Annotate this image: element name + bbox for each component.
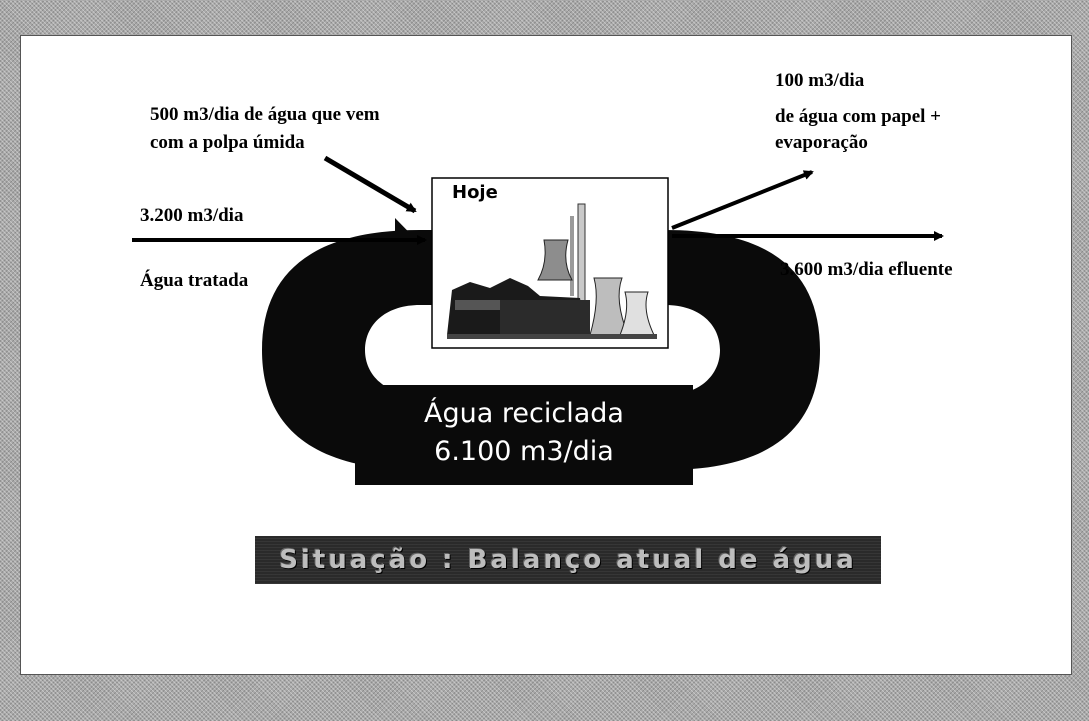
treated-water-name-label: Água tratada [140, 270, 249, 291]
factory-cooling-towers-icon [431, 177, 669, 349]
plant-title: Hoje [452, 182, 498, 203]
recycled-water-flow: 6.100 m3/dia [434, 436, 614, 467]
paper-evaporation-arrow [671, 170, 814, 230]
status-banner: Situação : Balanço atual de água [255, 536, 881, 584]
recycled-water-label: Água reciclada 6.100 m3/dia [355, 385, 693, 485]
recycled-water-title: Água reciclada [424, 398, 624, 429]
paper-output-label-line1: 100 m3/dia [775, 70, 865, 91]
paper-output-label-line2: de água com papel + [775, 106, 941, 127]
paper-output-label-line3: evaporação [775, 132, 868, 153]
effluent-label: 3.600 m3/dia efluente [780, 259, 953, 280]
wet-pulp-label-line1: 500 m3/dia de água que vem [150, 104, 380, 125]
wet-pulp-arrow [323, 155, 417, 214]
wet-pulp-label-line2: com a polpa úmida [150, 132, 305, 153]
treated-water-flow-label: 3.200 m3/dia [140, 205, 244, 226]
